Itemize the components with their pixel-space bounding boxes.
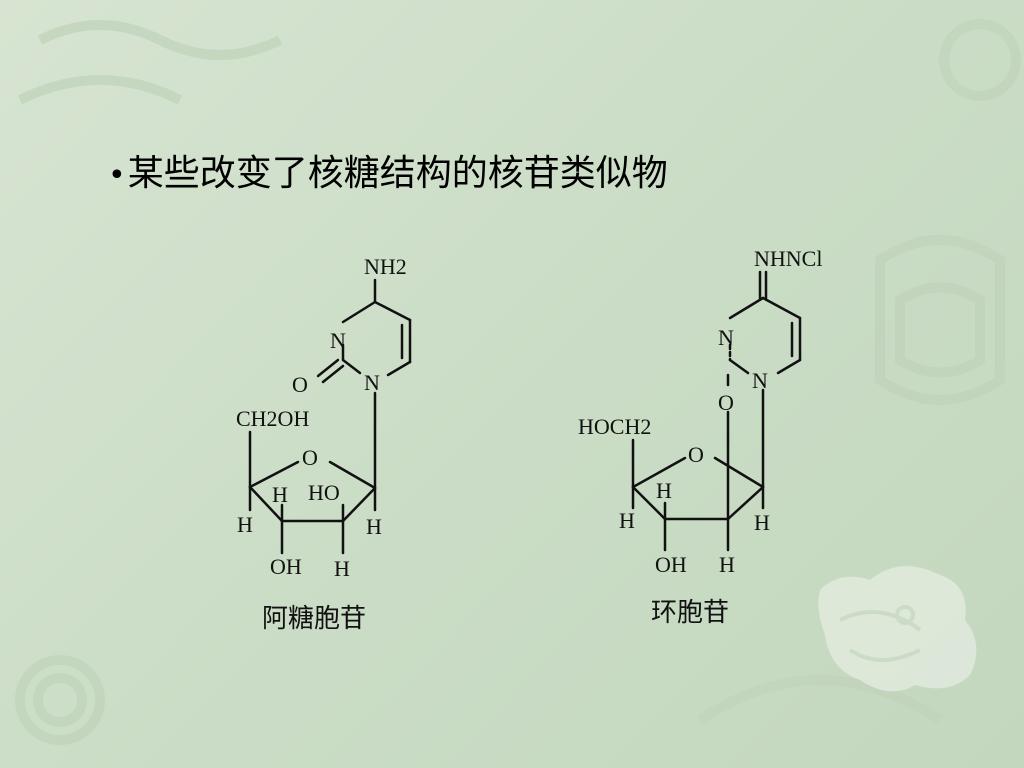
right-molecule-bonds	[631, 270, 802, 552]
right-oh-label: OH	[655, 552, 687, 577]
slide-heading: •某些改变了核糖结构的核苷类似物	[108, 150, 668, 200]
left-ho-label: HO	[308, 480, 340, 505]
right-h-inner-label: H	[656, 478, 672, 503]
left-h-left-label: H	[237, 512, 253, 537]
right-molecule-caption: 环胞苷	[651, 598, 730, 628]
left-molecule-caption: 阿糖胞苷	[262, 604, 367, 634]
left-ring-n-label: N	[330, 328, 346, 353]
left-n1-label: N	[364, 370, 380, 395]
left-h-inner-label: H	[272, 482, 288, 507]
right-ring-o-label: O	[688, 442, 704, 467]
right-nhncl-label: NHNCl	[754, 246, 822, 271]
left-oh-label: OH	[270, 554, 302, 579]
right-ring-n-label: N	[718, 325, 734, 350]
left-ch2oh-label: CH2OH	[236, 406, 309, 431]
dragon-emblem	[818, 566, 977, 692]
left-nh2-label: NH2	[364, 254, 407, 279]
right-h-bottom-label: H	[719, 552, 735, 577]
left-carbonyl-o-label: O	[292, 372, 308, 397]
left-h-right-label: H	[366, 514, 382, 539]
left-h-bottom-label: H	[334, 556, 350, 581]
right-bridge-o-label: O	[718, 390, 734, 415]
left-ring-o-label: O	[302, 445, 318, 470]
left-molecule-bonds	[248, 278, 412, 555]
right-h-left-label: H	[619, 508, 635, 533]
right-hoch2-label: HOCH2	[578, 414, 651, 439]
heading-text: 某些改变了核糖结构的核苷类似物	[127, 153, 668, 194]
right-n1-label: N	[752, 368, 768, 393]
right-h-right-label: H	[754, 510, 770, 535]
bullet-icon: •	[108, 158, 126, 193]
